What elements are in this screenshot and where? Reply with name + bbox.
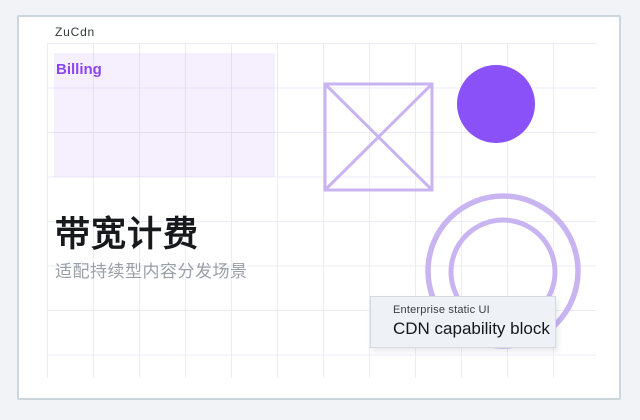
crossed-square-shape xyxy=(323,82,434,192)
tooltip-title: CDN capability block xyxy=(393,319,550,338)
billing-label: Billing xyxy=(56,61,102,78)
filled-circle-shape xyxy=(457,65,535,143)
hero-subtitle: 适配持续型内容分发场景 xyxy=(55,262,248,281)
canvas-card: ZuCdn Billing 带宽计费 适配持续型内容分发场景 Enterpris… xyxy=(17,15,621,400)
tooltip-card: Enterprise static UI CDN capability bloc… xyxy=(370,296,556,348)
hero-section: 带宽计费 适配持续型内容分发场景 xyxy=(55,217,248,283)
billing-panel[interactable]: Billing xyxy=(54,53,275,177)
brand-label[interactable]: ZuCdn xyxy=(55,25,96,39)
hero-title: 带宽计费 xyxy=(55,215,200,254)
tooltip-eyebrow: Enterprise static UI xyxy=(393,304,490,316)
